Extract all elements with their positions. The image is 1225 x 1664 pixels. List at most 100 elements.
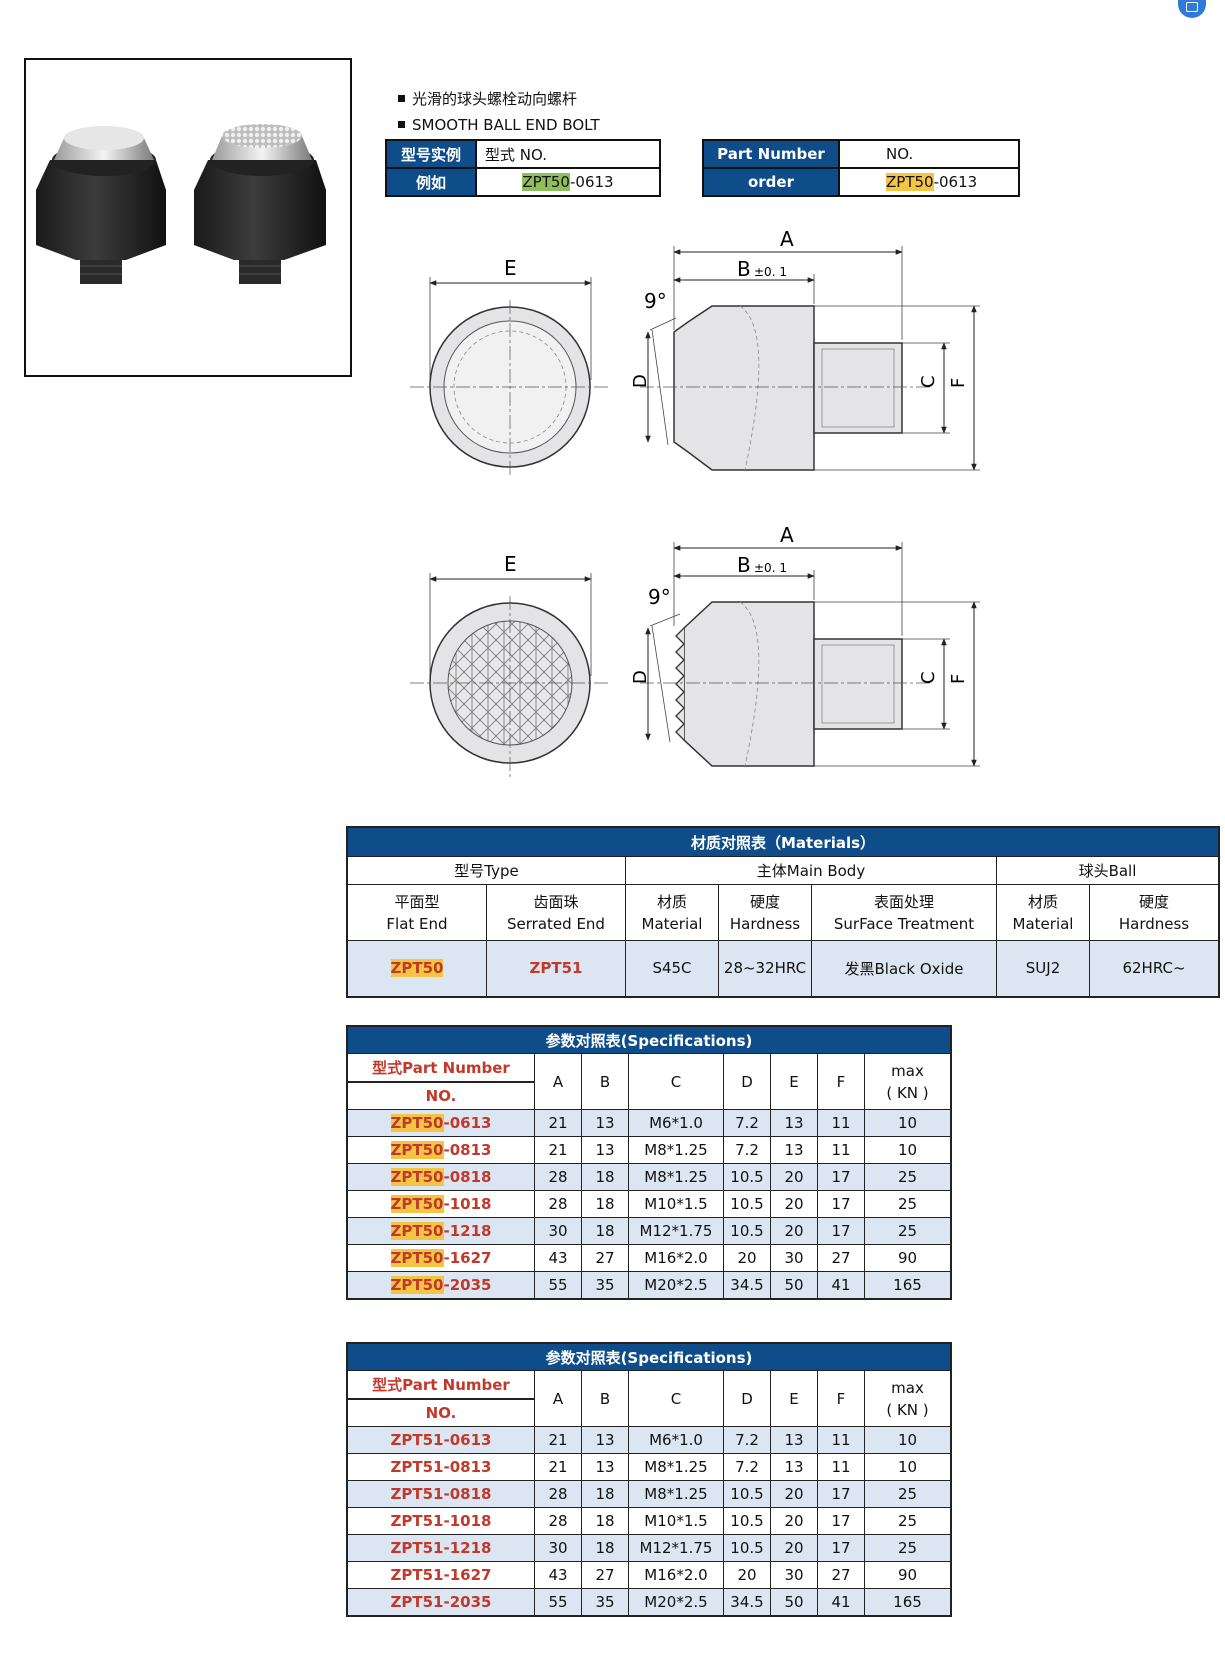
cell-c: M8*1.25: [628, 1163, 724, 1191]
cell-e: 30: [770, 1244, 818, 1272]
order-example-cn: 型号实例 型式 NO. 例如 ZPT50-0613: [385, 139, 661, 197]
ball-bolt-photo-icon: [36, 124, 326, 284]
cell-b: 18: [581, 1217, 629, 1245]
cell-d: 7.2: [723, 1453, 771, 1481]
cell-a: 21: [534, 1426, 582, 1454]
cell-a: 30: [534, 1217, 582, 1245]
cell-e: 20: [770, 1480, 818, 1508]
cell-f: 17: [817, 1190, 865, 1218]
label-example: 型号实例: [385, 139, 477, 169]
cell-d: 10.5: [723, 1217, 771, 1245]
cell-e: 13: [770, 1453, 818, 1481]
cell-a: 43: [534, 1244, 582, 1272]
part-number-cell: ZPT51-0818: [346, 1480, 535, 1508]
part-number-cell: ZPT50-0613: [346, 1109, 535, 1137]
dim-E-1: E: [504, 256, 517, 280]
cell-e: 20: [770, 1190, 818, 1218]
cell-e: 20: [770, 1163, 818, 1191]
cell-a: 30: [534, 1534, 582, 1562]
spec51-col-F: F: [817, 1370, 865, 1427]
ball-hardness-value: 62HRC~: [1089, 940, 1220, 997]
spec50-col-A: A: [534, 1053, 582, 1110]
dim-D-1: D: [630, 374, 651, 388]
part-number-cell: ZPT50-0813: [346, 1136, 535, 1164]
drawing-serrated-end: E A B ±0. 1 9° D C F: [410, 523, 980, 780]
cell-max: 10: [864, 1453, 952, 1481]
cell-d: 10.5: [723, 1507, 771, 1535]
part-number-cell: ZPT50-1018: [346, 1190, 535, 1218]
cell-max: 25: [864, 1534, 952, 1562]
chat-badge-icon[interactable]: [1178, 0, 1206, 18]
cell-a: 55: [534, 1588, 582, 1617]
spec50-no-header: NO.: [346, 1081, 535, 1110]
cell-max: 165: [864, 1588, 952, 1617]
cell-d: 7.2: [723, 1136, 771, 1164]
cell-f: 17: [817, 1217, 865, 1245]
dim-C-2: C: [918, 671, 939, 684]
spec50-col-max: max( KN ): [864, 1053, 952, 1110]
cell-e: 20: [770, 1534, 818, 1562]
cell-c: M20*2.5: [628, 1271, 724, 1300]
cell-f: 41: [817, 1271, 865, 1300]
dim-D-2: D: [630, 670, 651, 684]
spec51-no-header: NO.: [346, 1398, 535, 1427]
cell-max: 25: [864, 1507, 952, 1535]
cell-e: 13: [770, 1109, 818, 1137]
spec51-pn-header: 型式Part Number: [346, 1370, 535, 1400]
cell-c: M12*1.75: [628, 1217, 724, 1245]
cell-a: 43: [534, 1561, 582, 1589]
example-value-en: ZPT50-0613: [838, 167, 1020, 197]
cell-a: 55: [534, 1271, 582, 1300]
material-value: S45C: [625, 940, 719, 997]
dim-F-1: F: [948, 378, 969, 388]
materials-row: ZPT50 ZPT51 S45C 28~32HRC 发黑Black Oxide …: [346, 940, 1220, 997]
label-order: order: [702, 167, 840, 197]
serrated-part: ZPT51: [486, 940, 626, 997]
cell-max: 10: [864, 1109, 952, 1137]
materials-table: 材质对照表（Materials） 型号Type 主体Main Body 球头Ba…: [346, 826, 1220, 998]
cell-e: 13: [770, 1136, 818, 1164]
cell-max: 90: [864, 1561, 952, 1589]
cell-e: 50: [770, 1588, 818, 1617]
part-number-cell: ZPT51-1218: [346, 1534, 535, 1562]
cell-c: M8*1.25: [628, 1136, 724, 1164]
spec50-title: 参数对照表(Specifications): [346, 1025, 952, 1054]
part-number-cell: ZPT51-0813: [346, 1453, 535, 1481]
cell-e: 30: [770, 1561, 818, 1589]
cell-f: 17: [817, 1507, 865, 1535]
cell-b: 13: [581, 1109, 629, 1137]
flat-part: ZPT50: [346, 940, 487, 997]
dim-B-tol-1: ±0. 1: [754, 265, 787, 279]
spec51-col-D: D: [723, 1370, 771, 1427]
cell-c: M6*1.0: [628, 1109, 724, 1137]
title-en: SMOOTH BALL END BOLT: [398, 116, 600, 134]
angle-1: 9°: [644, 289, 667, 313]
cell-d: 7.2: [723, 1426, 771, 1454]
spec51-col-A: A: [534, 1370, 582, 1427]
label-no: NO.: [838, 139, 1020, 169]
part-number-cell: ZPT50-1627: [346, 1244, 535, 1272]
spec50-col-E: E: [770, 1053, 818, 1110]
cell-c: M16*2.0: [628, 1561, 724, 1589]
dim-B-1: B: [737, 257, 751, 281]
spec50-col-C: C: [628, 1053, 724, 1110]
ball-material-value: SUJ2: [996, 940, 1090, 997]
cell-b: 35: [581, 1271, 629, 1300]
spec50-col-F: F: [817, 1053, 865, 1110]
product-photo: [24, 58, 352, 377]
cell-f: 17: [817, 1534, 865, 1562]
cell-b: 18: [581, 1480, 629, 1508]
cell-c: M8*1.25: [628, 1453, 724, 1481]
part-number-cell: ZPT51-0613: [346, 1426, 535, 1454]
cell-b: 27: [581, 1244, 629, 1272]
group-main-body: 主体Main Body: [625, 856, 997, 885]
spec51-col-B: B: [581, 1370, 629, 1427]
cell-e: 13: [770, 1426, 818, 1454]
